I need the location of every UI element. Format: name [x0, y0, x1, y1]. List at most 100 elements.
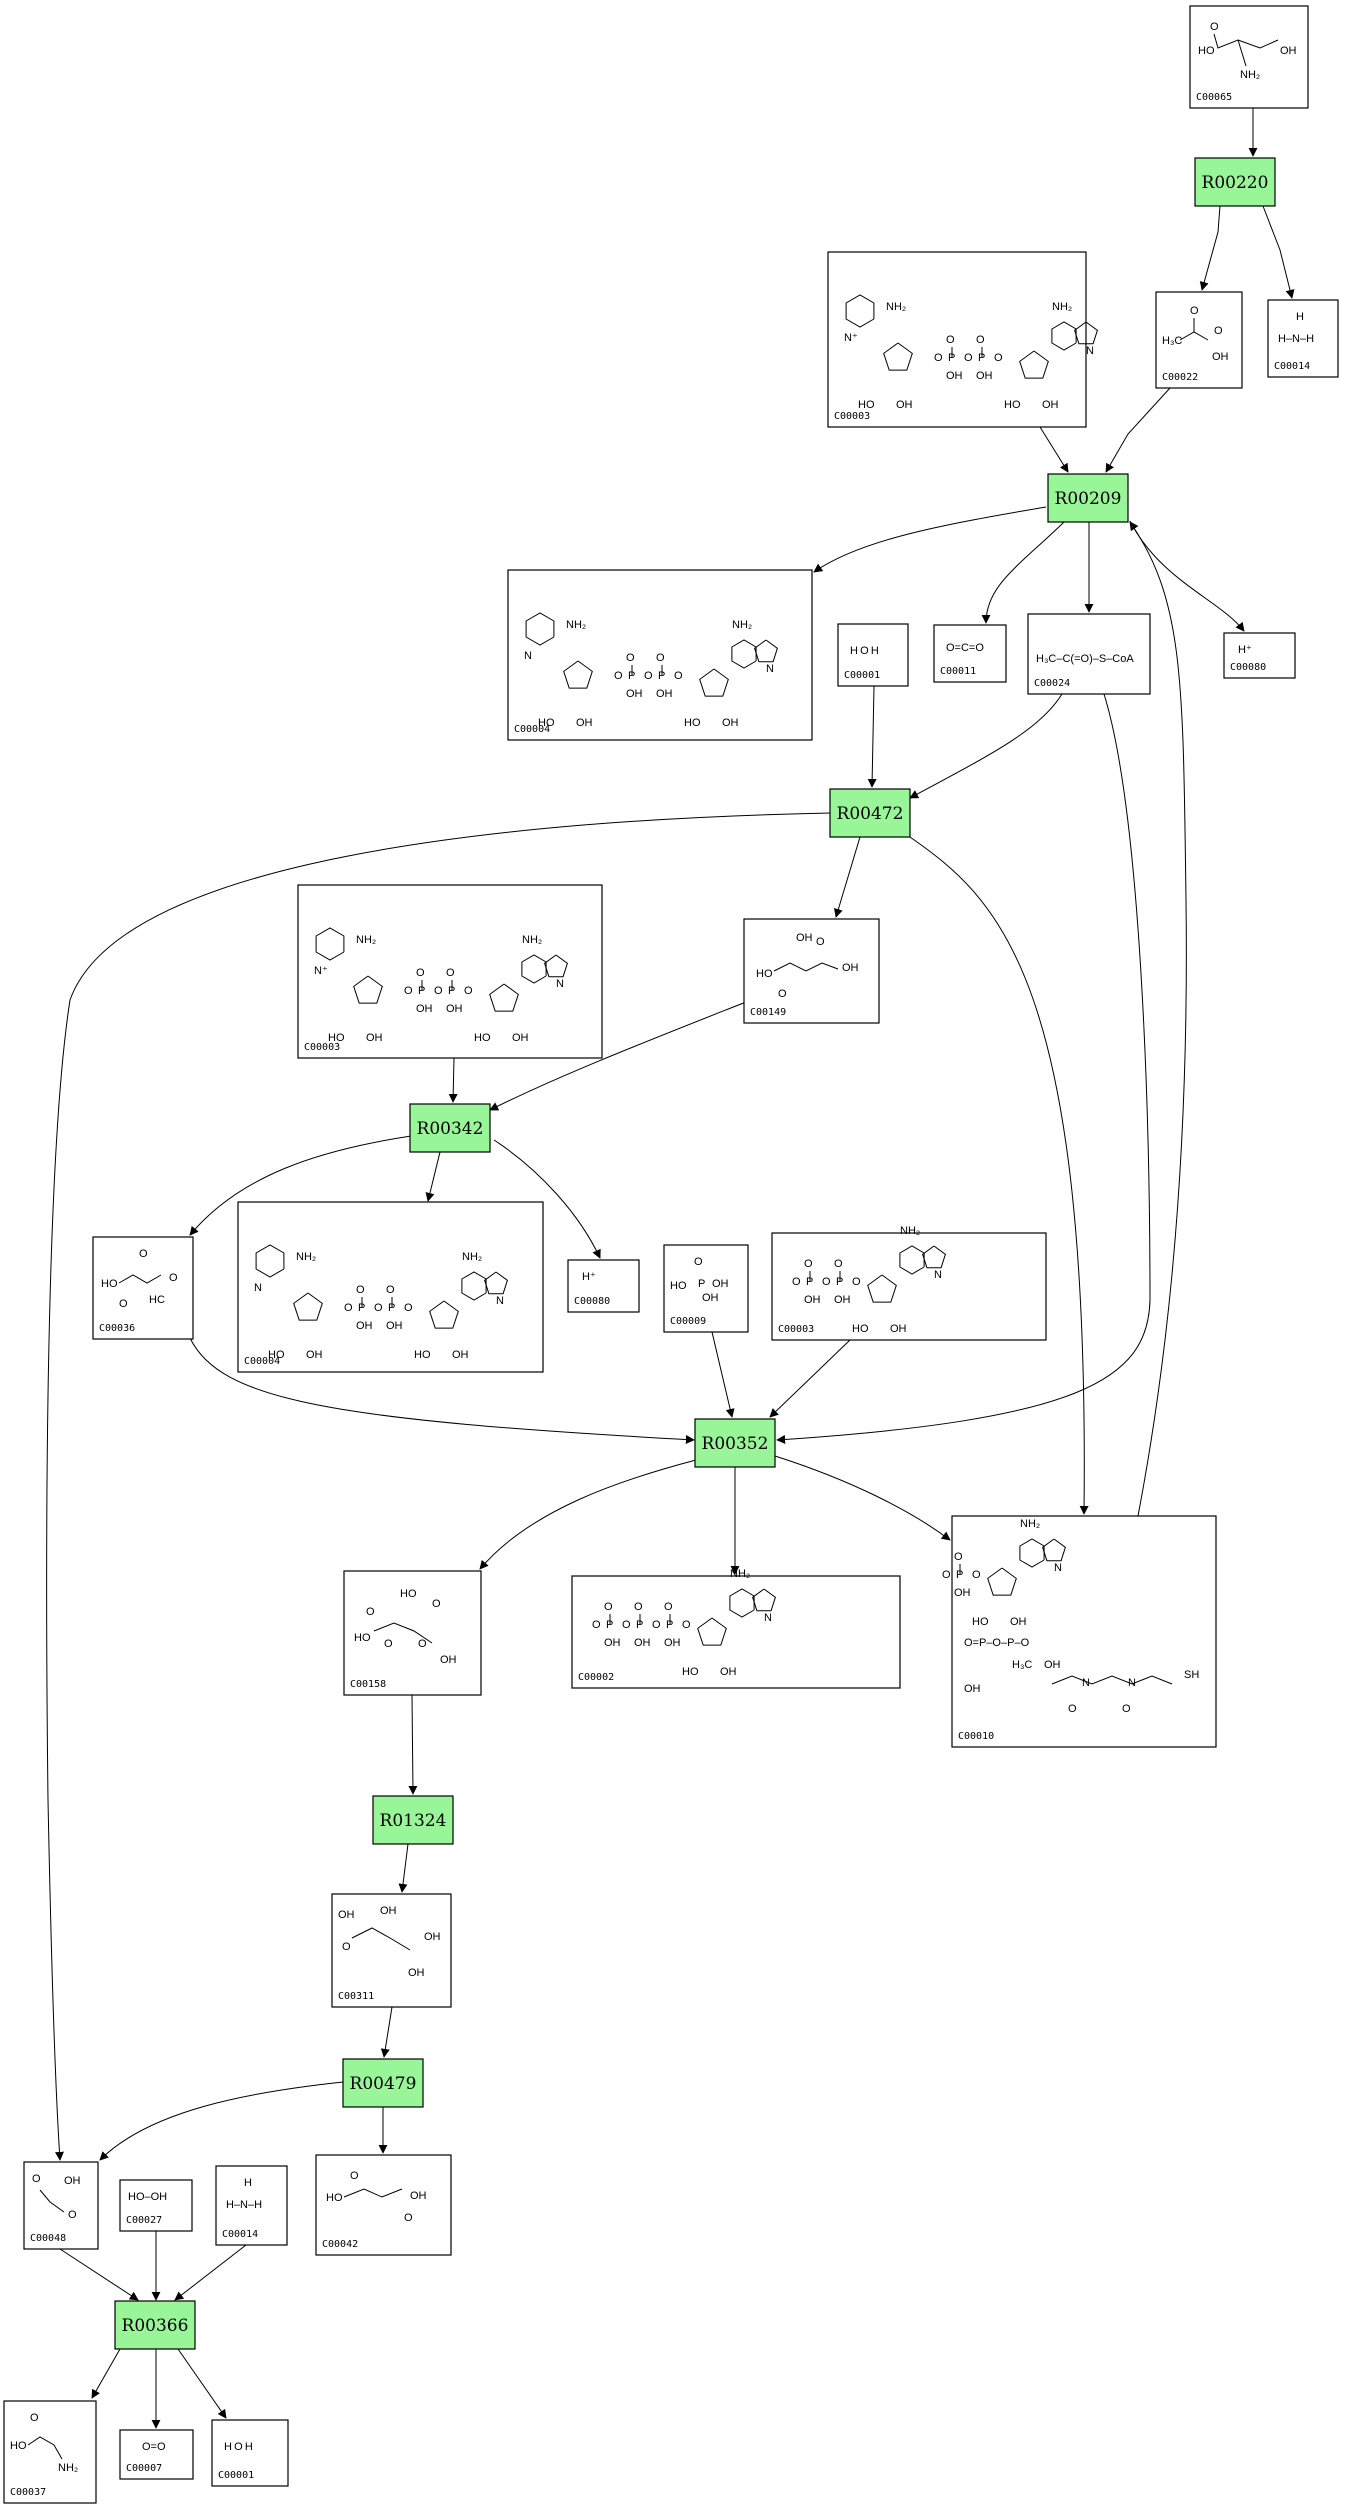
compound-box	[1027, 613, 1151, 695]
compound-box	[507, 569, 813, 741]
compound-box	[119, 2179, 193, 2232]
reaction-arrow	[174, 2244, 247, 2301]
compound-id-label: C00004	[244, 1356, 280, 1367]
reaction-arrow	[408, 1694, 418, 1795]
reaction-node-r01324[interactable]: R01324	[372, 1795, 454, 1845]
compound-id-label: C00003	[778, 1324, 814, 1335]
compound-box	[1189, 5, 1309, 109]
reaction-arrow	[189, 1337, 695, 1445]
compound-box	[211, 2419, 289, 2487]
compound-box	[827, 251, 1087, 428]
compound-id-label: C00036	[99, 1323, 135, 1334]
reaction-box	[372, 1795, 454, 1845]
svg-text:N: N	[1086, 345, 1094, 357]
compound-box	[663, 1244, 749, 1333]
reaction-node-r00479[interactable]: R00479	[342, 2058, 424, 2108]
compound-box	[567, 1259, 640, 1313]
compound-node[interactable]: H⁺C00080	[1223, 632, 1296, 679]
reaction-node-r00220[interactable]: R00220	[1194, 157, 1276, 207]
svg-text:O: O	[942, 1569, 951, 1581]
reaction-arrow	[909, 693, 1063, 799]
reaction-arrow	[1262, 205, 1295, 299]
reaction-arrow	[981, 521, 1065, 624]
compound-id-label: C00065	[1196, 92, 1232, 103]
reaction-arrow	[1105, 387, 1171, 473]
reaction-box	[114, 2300, 196, 2350]
reaction-box	[829, 788, 911, 838]
reaction-node-r00342[interactable]: R00342	[409, 1103, 491, 1153]
reaction-node-r00352[interactable]: R00352	[694, 1418, 776, 1468]
compound-node[interactable]: H⁺C00080	[567, 1259, 640, 1313]
reaction-arrow	[774, 1455, 951, 1541]
compound-id-label: C00010	[958, 1731, 994, 1742]
reaction-node-r00209[interactable]: R00209	[1047, 473, 1129, 523]
compound-box	[297, 884, 603, 1059]
reaction-id-label: R00209	[1055, 489, 1122, 509]
compound-id-label: C00080	[1230, 662, 1266, 673]
compound-box	[331, 1893, 452, 2008]
reaction-id-label: R01324	[380, 1811, 447, 1831]
compound-id-label: C00042	[322, 2239, 358, 2250]
compound-box	[933, 624, 1007, 683]
compound-id-label: C00311	[338, 1991, 374, 2002]
compound-box	[951, 1515, 1217, 1748]
reaction-id-label: R00342	[417, 1119, 484, 1139]
reaction-node-r00472[interactable]: R00472	[829, 788, 911, 838]
reaction-arrow	[1129, 521, 1187, 1517]
compound-id-label: C00027	[126, 2215, 162, 2226]
reaction-node-r00366[interactable]: R00366	[114, 2300, 196, 2350]
reaction-arrow	[909, 836, 1089, 1515]
reaction-arrow	[59, 2248, 139, 2301]
compound-box	[237, 1201, 544, 1373]
reaction-id-label: R00366	[122, 2316, 189, 2336]
compound-box	[1223, 632, 1296, 679]
reaction-arrow	[189, 1135, 412, 1236]
compound-id-label: C00037	[10, 2487, 46, 2498]
reaction-arrow	[1039, 426, 1069, 473]
compound-box	[119, 2429, 194, 2480]
compound-id-label: C00002	[578, 1672, 614, 1683]
reaction-arrow	[711, 1331, 735, 1418]
reaction-arrow	[99, 2081, 344, 2161]
reaction-box	[694, 1418, 776, 1468]
compound-id-label: C00003	[834, 411, 870, 422]
compound-box	[315, 2154, 452, 2256]
reaction-box	[342, 2058, 424, 2108]
compound-id-label: C00048	[30, 2233, 66, 2244]
reaction-arrow	[425, 1151, 441, 1202]
reaction-box	[1194, 157, 1276, 207]
edges-layer	[46, 108, 1295, 2429]
compound-id-label: C00003	[304, 1042, 340, 1053]
compound-box	[215, 2165, 288, 2246]
compound-id-label: C00011	[940, 666, 976, 677]
reaction-id-label: R00479	[350, 2074, 417, 2094]
reaction-box	[1047, 473, 1129, 523]
reaction-arrow	[813, 506, 1047, 573]
